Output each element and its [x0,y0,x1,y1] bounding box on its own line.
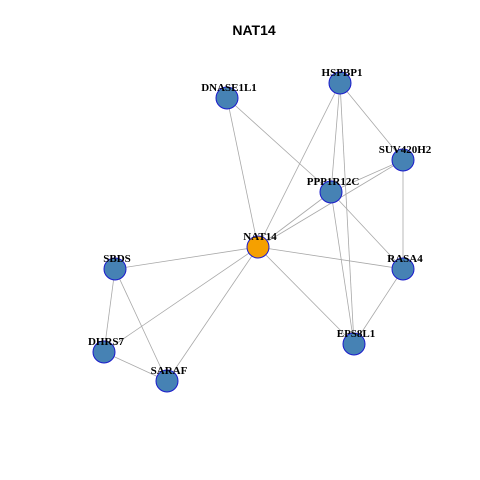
edge-sbds-dhrs7 [103,268,116,353]
edge-layer [103,82,404,382]
edge-hspbp1-eps8l1 [339,82,355,345]
node-rasa4 [391,257,415,281]
node-label-suv420h2: SUV420H2 [379,144,432,156]
node-dhrs7 [92,340,116,364]
edge-nat14-dnase1l1 [226,97,259,248]
edge-sbds-saraf [114,268,168,382]
node-label-eps8l1: EPS8L1 [337,328,376,340]
node-label-ppp1r12c: PPP1R12C [307,176,360,188]
edge-dhrs7-saraf [103,351,168,382]
node-saraf [155,369,179,393]
node-label-hspbp1: HSPBP1 [322,67,363,79]
node-label-saraf: SARAF [151,365,188,377]
edge-nat14-suv420h2 [257,159,404,248]
edge-dnase1l1-ppp1r12c [226,97,332,193]
node-label-sbds: SBDS [103,253,131,265]
node-dnase1l1 [215,86,239,110]
edge-nat14-ppp1r12c [257,191,332,248]
edge-hspbp1-suv420h2 [339,82,404,161]
node-layer [92,71,415,393]
edge-nat14-hspbp1 [257,82,341,248]
node-eps8l1 [342,332,366,356]
node-nat14 [246,235,270,259]
edge-suv420h2-ppp1r12c [330,159,404,193]
edge-ppp1r12c-rasa4 [330,191,404,270]
node-hspbp1 [328,71,352,95]
node-label-dnase1l1: DNASE1L1 [201,82,257,94]
edge-ppp1r12c-eps8l1 [330,191,355,345]
node-sbds [103,257,127,281]
node-label-nat14: NAT14 [243,231,277,243]
node-label-dhrs7: DHRS7 [88,336,125,348]
edge-nat14-sbds [114,246,259,270]
node-suv420h2 [391,148,415,172]
edge-nat14-rasa4 [257,246,404,270]
edge-hspbp1-ppp1r12c [330,82,341,193]
edge-rasa4-eps8l1 [353,268,404,345]
graph-title: NAT14 [232,22,276,38]
node-label-rasa4: RASA4 [387,253,423,265]
edge-nat14-saraf [166,246,259,382]
edge-nat14-dhrs7 [103,246,259,353]
node-ppp1r12c [319,180,343,204]
edge-nat14-eps8l1 [257,246,355,345]
